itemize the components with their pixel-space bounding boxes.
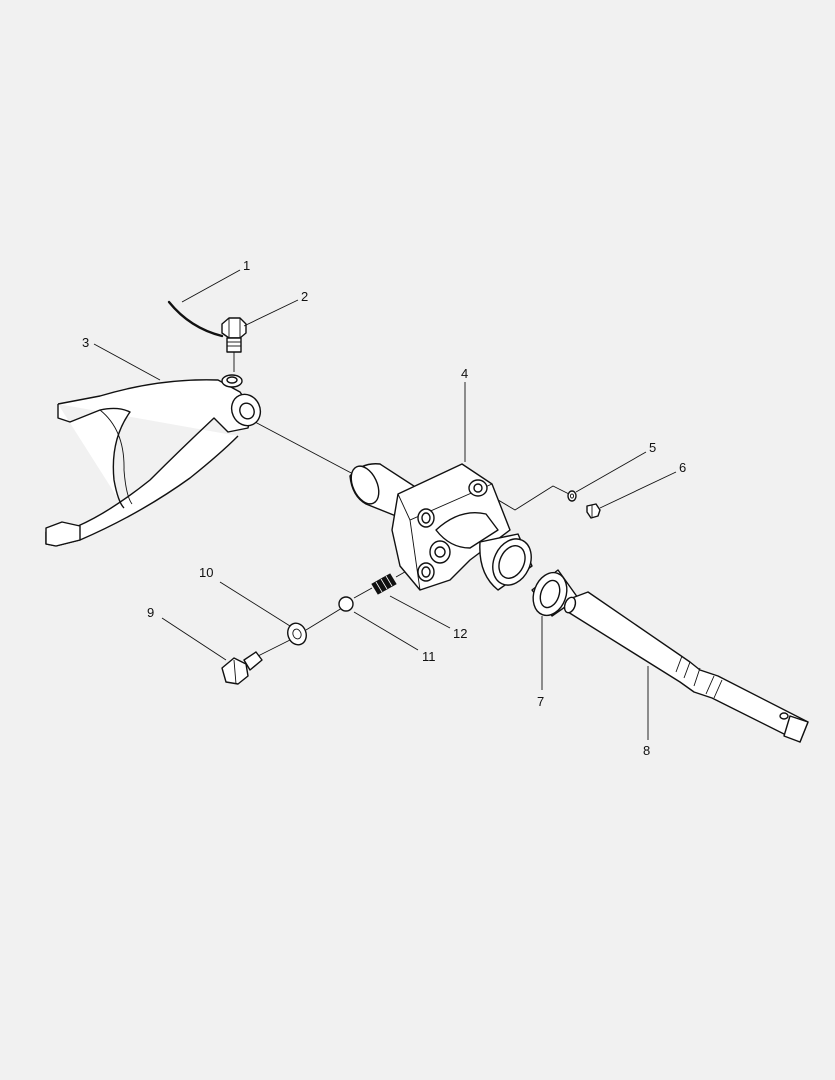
callout-1: 1 bbox=[243, 258, 250, 273]
callout-10: 10 bbox=[199, 565, 213, 580]
part-8-shift-rod bbox=[563, 591, 809, 743]
callout-labels: 1 2 3 4 5 6 7 8 9 10 11 12 bbox=[82, 258, 686, 758]
part-5-lock-washer bbox=[567, 490, 577, 502]
callout-12: 12 bbox=[453, 626, 467, 641]
part-11-ball bbox=[338, 596, 354, 612]
part-6-screw bbox=[586, 503, 601, 519]
callout-3: 3 bbox=[82, 335, 89, 350]
part-3-shift-fork bbox=[45, 374, 262, 547]
part-2-bolt bbox=[221, 317, 247, 372]
part-12-spring bbox=[371, 573, 397, 595]
callout-4: 4 bbox=[461, 366, 468, 381]
part-1-snap-ring bbox=[167, 300, 224, 338]
callout-8: 8 bbox=[643, 743, 650, 758]
callout-9: 9 bbox=[147, 605, 154, 620]
part-4-shift-housing bbox=[349, 463, 533, 591]
callout-11: 11 bbox=[422, 649, 436, 664]
callout-7: 7 bbox=[537, 694, 544, 709]
part-10-washer bbox=[287, 622, 307, 646]
part-9-hex-bolt bbox=[221, 651, 263, 685]
callout-5: 5 bbox=[649, 440, 656, 455]
callout-6: 6 bbox=[679, 460, 686, 475]
leader-lines bbox=[93, 269, 677, 740]
callout-2: 2 bbox=[301, 289, 308, 304]
